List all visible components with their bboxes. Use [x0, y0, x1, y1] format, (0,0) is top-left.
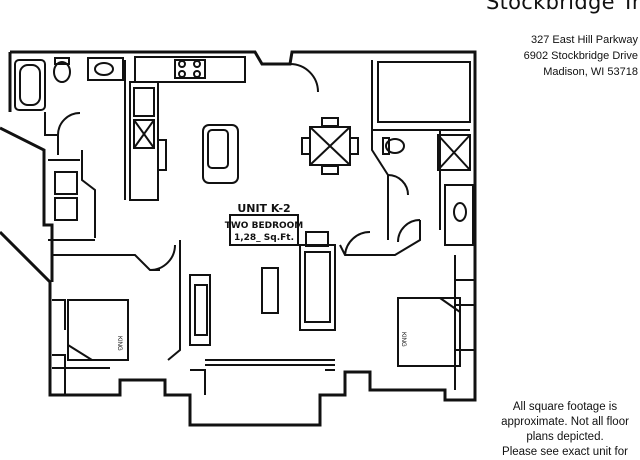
unit-type-label: TWO BEDROOM [225, 221, 304, 231]
closet-right-top [377, 61, 471, 123]
address-line-1: 327 East Hill Parkway [531, 34, 638, 46]
wall-left-closet [52, 299, 66, 395]
wall-closet [167, 240, 181, 361]
washer [54, 171, 78, 195]
door-bath-right [397, 219, 421, 243]
outer-wall-left2 [0, 126, 54, 282]
bathtub [14, 59, 46, 111]
wall-right-bed [339, 220, 421, 256]
outer-wall [0, 50, 477, 427]
property-name: Stockbridge Trail [486, 0, 640, 14]
wall-balcony-door [190, 369, 335, 395]
coffee-table [261, 267, 279, 314]
shower [437, 134, 471, 171]
wall-bath-top [44, 112, 59, 155]
wall-right-bath2 [372, 129, 470, 230]
wall-laundry [48, 159, 95, 241]
wall-balcony [205, 359, 335, 366]
toilet-left [53, 61, 71, 83]
vanity-left [87, 57, 124, 81]
wall-right-bath [371, 60, 389, 240]
door-closet-right [387, 174, 409, 196]
tv-console [189, 274, 211, 346]
wall-right-closet2 [455, 279, 475, 351]
dryer [54, 197, 78, 221]
bed-left-label: KING [116, 336, 122, 351]
disclaimer-line-1: All square footage is [512, 401, 618, 413]
door-bed-left [149, 244, 176, 271]
vanity-right [444, 184, 474, 246]
toilet-right [385, 138, 405, 154]
address-line-3: Madison, WI 53718 [543, 66, 638, 78]
door-bed-right [344, 230, 371, 256]
door-entry [289, 63, 319, 93]
disclaimer-line-2: approximate. Not all floor [501, 416, 629, 428]
address-line-2: 6902 Stockbridge Drive [523, 50, 638, 62]
bed-right-label: KING [400, 332, 406, 347]
door-bath-left [57, 112, 81, 136]
disclaimer-line-3: plans depicted. [526, 431, 604, 443]
wall-entry [81, 150, 96, 238]
unit-name-label: UNIT K-2 [237, 202, 290, 215]
bed-right [397, 297, 461, 367]
armchair [202, 124, 239, 184]
unit-label-box [229, 214, 299, 246]
counter-top [134, 56, 246, 83]
unit-size-label: 1,28_ Sq.Ft. [234, 233, 294, 243]
wall-mid-left [52, 254, 160, 271]
disclaimer-line-4: Please see exact unit for [502, 446, 628, 458]
